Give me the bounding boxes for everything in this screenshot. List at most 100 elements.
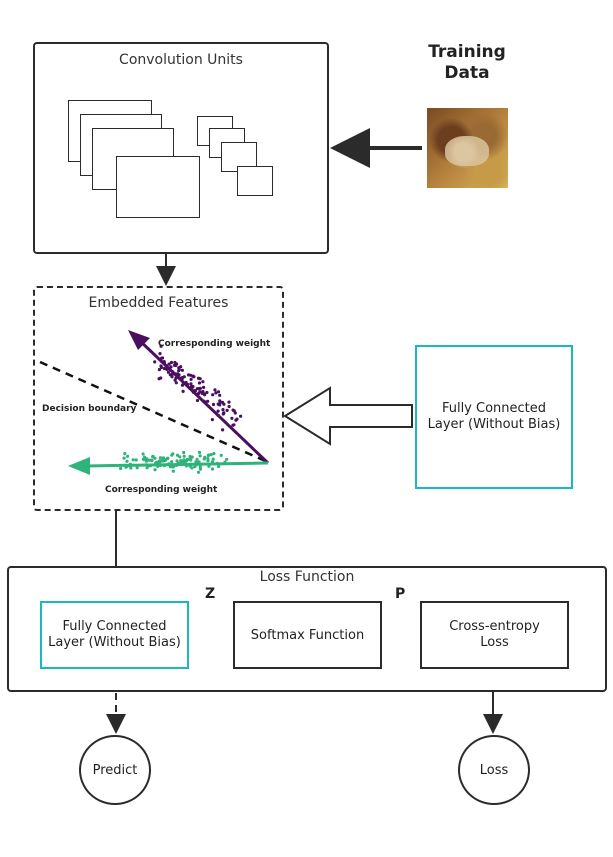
convolution-units-box: Convolution Units bbox=[33, 42, 329, 254]
decision-boundary-label: Decision boundary bbox=[42, 404, 137, 414]
purple-point bbox=[167, 362, 171, 366]
green-point bbox=[206, 457, 210, 461]
green-point bbox=[179, 459, 183, 463]
purple-point bbox=[157, 368, 161, 372]
green-arrowhead bbox=[68, 457, 90, 475]
green-point bbox=[182, 454, 186, 458]
purple-point bbox=[234, 418, 238, 422]
training-data-label: Training Data bbox=[428, 42, 506, 83]
green-point bbox=[175, 459, 179, 463]
purple-point bbox=[189, 377, 193, 381]
green-point bbox=[189, 458, 193, 462]
purple-point bbox=[203, 393, 207, 397]
green-point bbox=[170, 460, 174, 464]
green-point bbox=[196, 470, 201, 474]
purple-point bbox=[239, 414, 243, 418]
purple-point bbox=[195, 387, 199, 391]
fully-connected-layer-right: Fully Connected Layer (Without Bias) bbox=[415, 345, 573, 489]
purple-point bbox=[227, 400, 231, 404]
green-point bbox=[163, 458, 167, 462]
embedded-features-title: Embedded Features bbox=[88, 295, 229, 311]
green-point bbox=[194, 460, 198, 464]
green-point bbox=[210, 467, 215, 471]
purple-point bbox=[225, 408, 229, 412]
purple-point bbox=[211, 402, 216, 407]
purple-point bbox=[210, 418, 214, 422]
loss-node: Loss bbox=[458, 735, 530, 805]
green-point bbox=[197, 450, 202, 454]
green-point bbox=[125, 459, 129, 463]
z-label: Z bbox=[205, 586, 216, 602]
purple-point bbox=[221, 412, 225, 416]
purple-point bbox=[211, 393, 215, 397]
weight-label-top: Corresponding weight bbox=[158, 339, 271, 349]
green-point bbox=[182, 450, 186, 455]
green-point bbox=[145, 466, 149, 470]
purple-arrowhead bbox=[128, 330, 150, 350]
feature-map-small-4 bbox=[237, 166, 273, 196]
green-point bbox=[212, 452, 216, 456]
purple-point bbox=[192, 375, 196, 379]
purple-point bbox=[221, 400, 225, 405]
purple-cluster bbox=[153, 344, 243, 432]
purple-point bbox=[221, 408, 225, 412]
green-point bbox=[135, 466, 139, 470]
green-point bbox=[219, 453, 223, 457]
green-point bbox=[126, 454, 130, 458]
green-point bbox=[153, 468, 157, 472]
green-point bbox=[203, 455, 207, 459]
green-point bbox=[188, 454, 192, 459]
green-weight-vector bbox=[85, 461, 269, 468]
frog-body-icon bbox=[445, 136, 489, 166]
purple-point bbox=[216, 390, 221, 394]
green-point bbox=[211, 457, 215, 461]
purple-point bbox=[206, 399, 210, 403]
purple-point bbox=[160, 356, 165, 360]
purple-point bbox=[162, 366, 166, 371]
embedded-features-box: Embedded Features bbox=[33, 286, 284, 511]
purple-point bbox=[173, 378, 177, 382]
green-point bbox=[184, 459, 188, 463]
purple-point bbox=[198, 386, 202, 390]
purple-point bbox=[218, 393, 222, 397]
purple-point bbox=[202, 385, 206, 389]
green-point bbox=[151, 455, 155, 459]
purple-point bbox=[227, 404, 231, 409]
purple-point bbox=[216, 409, 220, 413]
convolution-units-title: Convolution Units bbox=[119, 52, 243, 68]
purple-point bbox=[177, 366, 181, 370]
purple-point bbox=[214, 391, 218, 395]
green-point bbox=[119, 466, 123, 471]
purple-point bbox=[180, 376, 185, 380]
purple-point bbox=[213, 388, 217, 392]
green-point bbox=[134, 458, 138, 462]
hollow-arrow-fc-to-embedded bbox=[283, 386, 413, 446]
green-point bbox=[122, 456, 126, 460]
purple-point bbox=[197, 381, 202, 385]
green-point bbox=[143, 455, 147, 459]
green-point bbox=[149, 458, 153, 462]
cross-entropy-loss-label: Cross-entropy Loss bbox=[449, 619, 540, 650]
green-point bbox=[165, 457, 170, 461]
purple-point bbox=[218, 400, 222, 404]
green-point bbox=[207, 464, 211, 468]
purple-point bbox=[159, 364, 163, 368]
purple-point bbox=[218, 403, 222, 407]
green-point bbox=[178, 455, 182, 459]
purple-point bbox=[177, 369, 181, 373]
green-point bbox=[198, 454, 202, 458]
purple-point bbox=[187, 373, 191, 377]
feature-map-4 bbox=[116, 156, 200, 218]
green-cluster bbox=[119, 450, 229, 474]
green-point bbox=[206, 453, 210, 458]
green-point bbox=[175, 453, 180, 457]
green-point bbox=[131, 458, 135, 462]
loss-label: Loss bbox=[479, 762, 509, 778]
green-point bbox=[190, 466, 194, 470]
green-point bbox=[198, 465, 202, 469]
green-point bbox=[158, 456, 162, 460]
cross-entropy-loss-box: Cross-entropy Loss bbox=[420, 601, 569, 669]
fully-connected-layer-loss-label: Fully Connected Layer (Without Bias) bbox=[48, 619, 181, 650]
purple-point bbox=[231, 423, 235, 427]
green-point bbox=[144, 459, 149, 463]
